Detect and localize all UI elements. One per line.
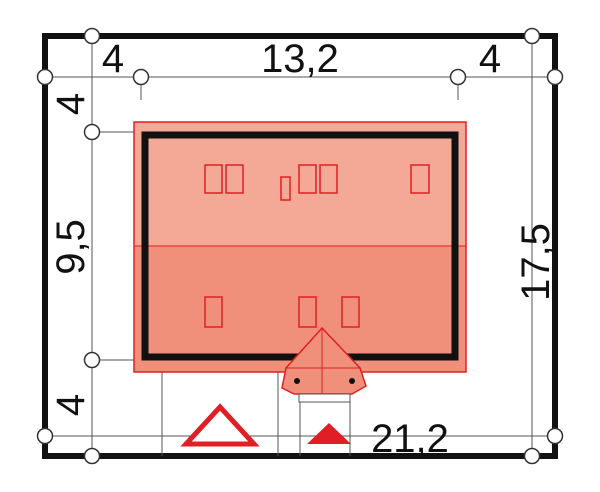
dim-left-top: 4 xyxy=(49,93,93,115)
house-roof xyxy=(133,121,467,373)
dim-top-middle: 13,2 xyxy=(261,37,339,81)
entrance-porch xyxy=(281,326,367,403)
roof-windows xyxy=(204,164,430,328)
dimension-markers xyxy=(36,27,564,465)
driveway-triangle-outline xyxy=(180,403,260,447)
entrance-triangle-filled xyxy=(307,423,351,444)
dimension-lines xyxy=(45,36,555,456)
dim-top-left: 4 xyxy=(102,37,124,81)
dim-top-right: 4 xyxy=(479,37,501,81)
dim-bottom-total: 21,2 xyxy=(371,417,449,461)
dim-left-bottom: 4 xyxy=(49,394,93,416)
roof-slope-lower xyxy=(134,246,466,372)
roof-slope-upper xyxy=(134,122,466,246)
dim-left-middle: 9,5 xyxy=(49,219,93,275)
dim-right-total: 17,5 xyxy=(514,223,558,301)
